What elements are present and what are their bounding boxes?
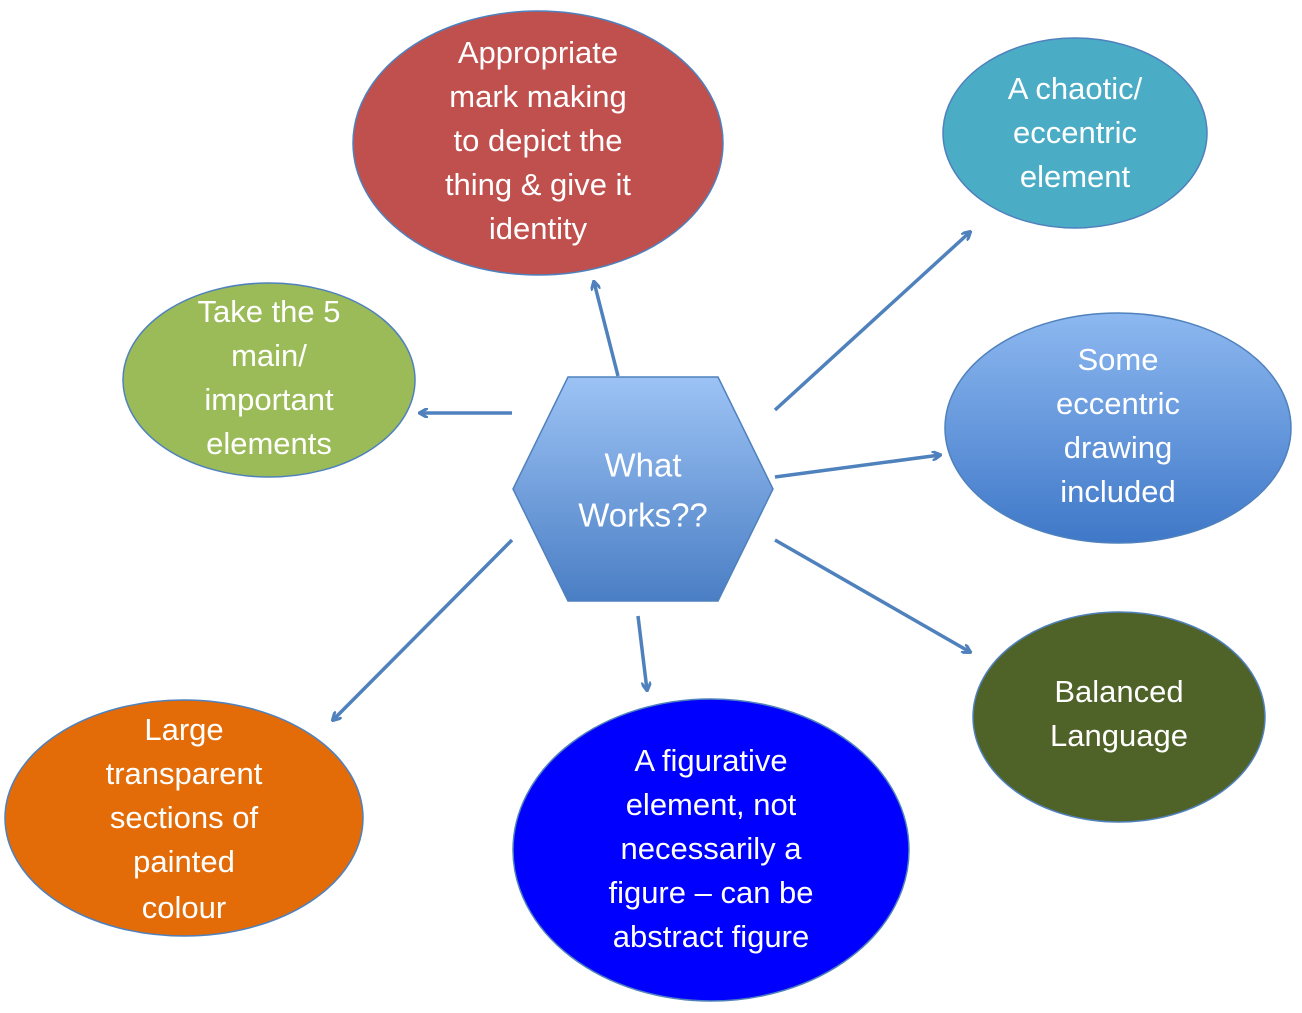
arrow-to-balanced-language <box>774 538 970 652</box>
node-transparent-sections: Large transparent sections of painted co… <box>4 699 364 937</box>
arrow-to-figurative <box>636 615 647 690</box>
hub-hexagon <box>512 376 774 602</box>
node-main-elements-ellipse <box>122 282 416 478</box>
arrows <box>333 232 970 720</box>
node-main-elements: Take the 5 main/ important elements <box>122 282 416 478</box>
node-balanced-language-ellipse <box>972 611 1266 823</box>
hub-node: What Works?? <box>512 376 774 602</box>
node-figurative-ellipse <box>512 698 910 1002</box>
arrow-to-mark-making <box>594 282 620 377</box>
node-figurative: A figurative element, not necessarily a … <box>512 698 910 1002</box>
node-chaotic-ellipse <box>942 37 1208 229</box>
arrow-to-transparent-sections <box>333 538 514 720</box>
node-mark-making: Appropriate mark making to depict the th… <box>352 10 724 276</box>
arrow-to-chaotic <box>773 232 970 412</box>
node-transparent-sections-ellipse <box>4 699 364 937</box>
node-eccentric-drawing-ellipse <box>944 312 1292 544</box>
node-chaotic: A chaotic/ eccentric element <box>942 37 1208 229</box>
node-eccentric-drawing: Some eccentric drawing included <box>944 312 1292 544</box>
arrow-to-eccentric-drawing <box>774 455 940 479</box>
node-balanced-language: Balanced Language <box>972 611 1266 823</box>
node-mark-making-ellipse <box>352 10 724 276</box>
